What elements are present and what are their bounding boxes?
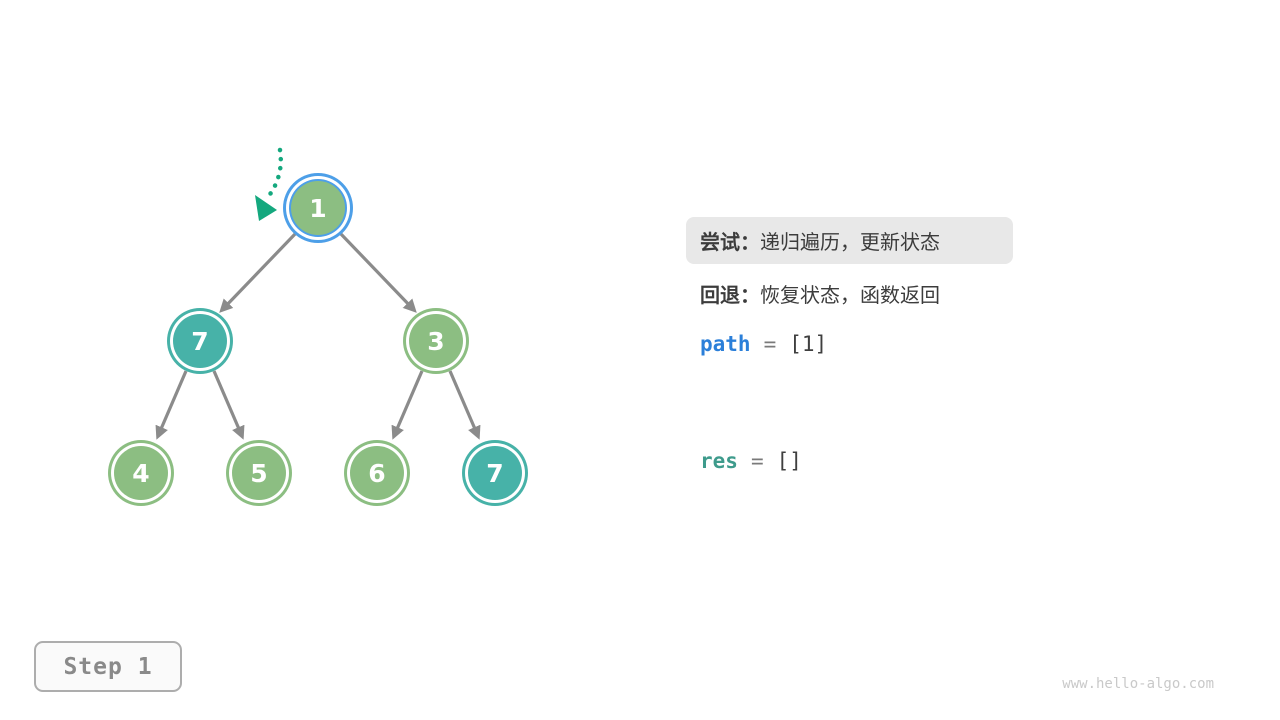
tree-node-5: 5 [232, 446, 286, 500]
tree-edge [219, 231, 298, 313]
tree-node-4: 4 [114, 446, 168, 500]
tree-edge [448, 370, 481, 440]
cursor-dotted-trail [265, 147, 283, 200]
tree-nodes-layer: 1 7 3 4 5 6 7 [0, 0, 640, 620]
try-status-line: 尝试： 递归遍历，更新状态 [686, 217, 1013, 264]
binary-tree-diagram [155, 147, 481, 440]
tree-edge [155, 370, 188, 440]
res-variable-line: res = [] [700, 447, 802, 475]
tree-edge [338, 231, 417, 313]
backtrack-status-line: 回退： 恢复状态，函数返回 [700, 278, 940, 308]
backtrack-text: 恢复状态，函数返回 [760, 284, 940, 307]
path-variable-name: path [700, 332, 751, 356]
tree-edge [212, 370, 245, 440]
cursor-arrowhead-icon [255, 195, 277, 221]
res-value: [] [776, 449, 802, 473]
res-variable-name: res [700, 449, 738, 473]
path-value: [1] [789, 332, 828, 356]
tree-node-3: 3 [409, 314, 463, 368]
step-label: Step 1 [63, 653, 153, 680]
tree-node-7: 7 [173, 314, 227, 368]
tree-edge [391, 370, 424, 440]
tree-node-1-current: 1 [291, 181, 345, 235]
path-equals-sign: = [763, 332, 777, 356]
watermark-url: www.hello-algo.com [1062, 676, 1214, 692]
try-text: 递归遍历，更新状态 [760, 232, 940, 254]
res-equals-sign: = [750, 449, 764, 473]
tree-node-6: 6 [350, 446, 404, 500]
try-label: 尝试： [700, 232, 760, 254]
path-variable-line: path = [1] [700, 330, 827, 358]
backtrack-label: 回退： [700, 284, 760, 307]
cursor-arrow [255, 147, 283, 221]
tree-node-7: 7 [468, 446, 522, 500]
step-badge: Step 1 [34, 641, 182, 692]
tree-edges [155, 231, 481, 440]
